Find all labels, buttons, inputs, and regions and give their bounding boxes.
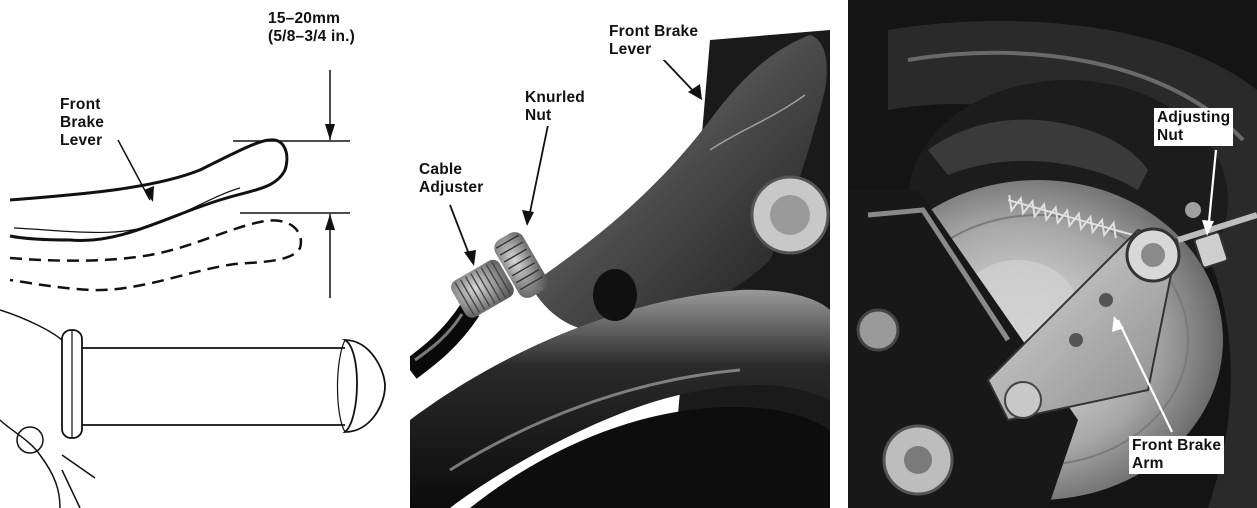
perch-hole [593, 269, 637, 321]
label-front-brake-lever: Front Brake Lever [606, 22, 701, 60]
arrow-down-icon [325, 124, 335, 140]
label-knurled-nut: Knurled Nut [522, 88, 588, 126]
lever-play-diagram: Front Brake Lever 15–20mm (5/8–3/4 in.) [0, 0, 410, 508]
brake-hub-photo: Adjusting Nut Front Brake Arm [848, 0, 1257, 508]
clamp-bolt [17, 427, 43, 453]
label-adjusting-nut: Adjusting Nut [1154, 108, 1233, 146]
arrow-up-icon [325, 214, 335, 230]
lever-photo: Front Brake Lever Knurled Nut Cable Adju… [410, 0, 830, 508]
lever-drawing [0, 0, 410, 508]
label-cable-adjuster: Cable Adjuster [416, 160, 486, 198]
grip-end [345, 340, 385, 432]
lever-photo-illustration [410, 0, 830, 508]
label-front-brake-arm: Front Brake Arm [1129, 436, 1224, 474]
handlebar-clamp [0, 420, 60, 508]
brake-lever-inner-line [14, 188, 240, 232]
leader-knurled-nut [528, 125, 548, 222]
brake-hub-illustration [848, 0, 1257, 508]
label-play-range: 15–20mm (5/8–3/4 in.) [268, 10, 355, 46]
label-front-brake-lever: Front Brake Lever [60, 96, 104, 150]
handlebar-outline [0, 310, 62, 340]
